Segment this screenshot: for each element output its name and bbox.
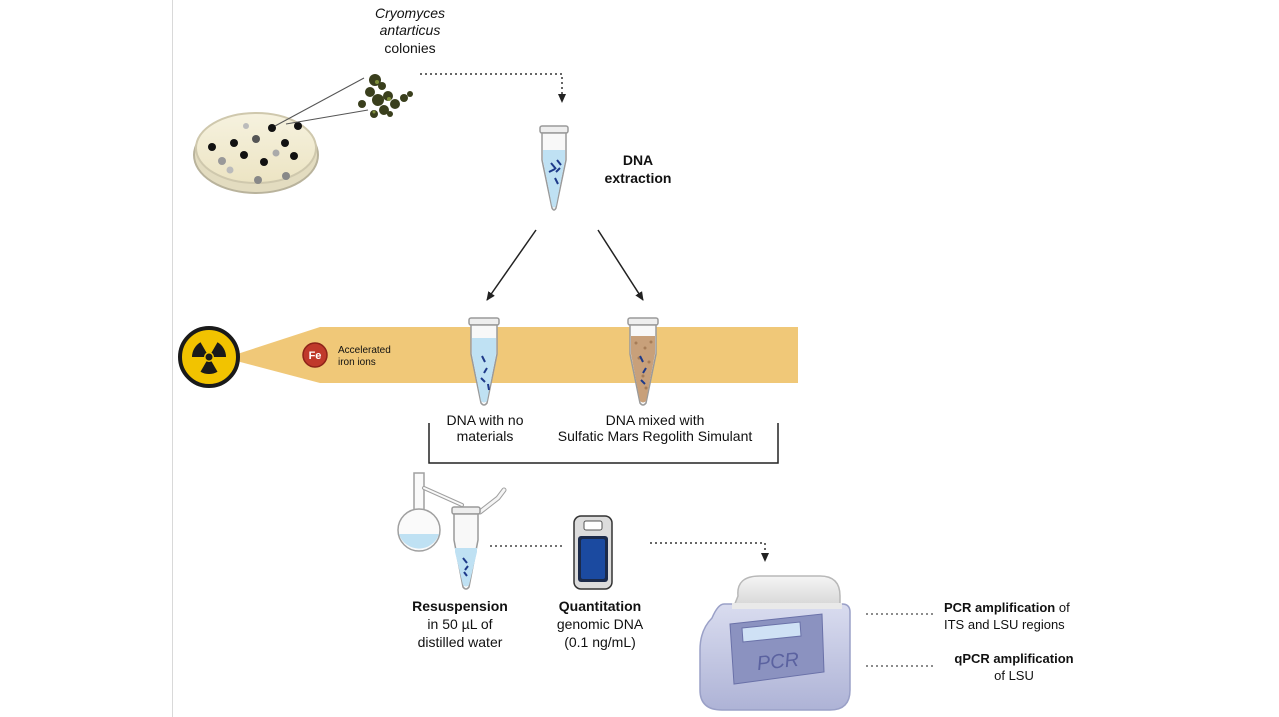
- bracket-line: [428, 423, 779, 464]
- organism-name-line1: Cryomyces: [374, 5, 445, 21]
- fungal-colony-icon: [358, 74, 413, 118]
- quantitation-line1: Quantitation: [558, 598, 642, 614]
- no-materials-line1: DNA with no: [446, 412, 524, 428]
- dna-extraction-line2: extraction: [604, 170, 672, 186]
- mixed-line1: DNA mixed with: [605, 412, 705, 428]
- no-materials-line2: materials: [456, 428, 514, 444]
- spectrophotometer-icon: [573, 515, 613, 590]
- iron-symbol: Fe: [309, 350, 322, 362]
- microtube-resuspension-icon: [451, 487, 507, 590]
- dna-extraction-line1: DNA: [622, 152, 654, 168]
- arrow-to-no-materials: [486, 229, 537, 301]
- quantitation-line2: genomic DNA: [556, 616, 644, 632]
- quantitation-line3: (0.1 ng/mL): [564, 634, 636, 650]
- resuspension-line1: Resuspension: [412, 598, 508, 614]
- left-border-line: [172, 0, 173, 717]
- zoom-line-top: [274, 77, 365, 127]
- dotted-arrow-to-extraction: [420, 73, 566, 103]
- qpcr-outcome-line2: of LSU: [994, 668, 1034, 683]
- machine-label: PCR: [756, 649, 800, 675]
- thermal-cycler-icon: PCR: [699, 575, 851, 711]
- dotted-arrow-to-pcr: [650, 542, 769, 562]
- resuspension-line2: in 50 µL of: [427, 616, 493, 632]
- organism-name-line3: colonies: [384, 40, 436, 56]
- organism-name-line2: antarticus: [379, 22, 441, 38]
- qpcr-outcome-line1: qPCR amplification: [944, 651, 1084, 667]
- microtube-no-materials-icon: [468, 317, 500, 406]
- qpcr-bold-text: qPCR amplification: [954, 651, 1074, 666]
- iron-ion-icon: Fe: [302, 342, 328, 368]
- petri-dish-icon: [193, 112, 319, 194]
- iron-ions-line1: Accelerated: [338, 345, 391, 356]
- round-bottom-flask-icon: [397, 472, 464, 552]
- resuspension-line3: distilled water: [417, 634, 503, 650]
- pcr-outcome-line2: ITS and LSU regions: [944, 617, 1065, 632]
- pcr-outcome-line1: PCR amplification of: [944, 600, 1134, 616]
- microtube-regolith-icon: [627, 317, 659, 406]
- iron-ions-line2: iron ions: [338, 357, 376, 368]
- mixed-line2: Sulfatic Mars Regolith Simulant: [557, 428, 753, 444]
- pcr-bold-text: PCR amplification: [944, 600, 1056, 615]
- radiation-hazard-icon: [178, 326, 240, 388]
- pcr-rest-text: of: [1055, 600, 1070, 615]
- arrow-to-regolith: [597, 229, 644, 301]
- zoom-line-bottom: [285, 109, 369, 125]
- microtube-icon: [539, 125, 569, 211]
